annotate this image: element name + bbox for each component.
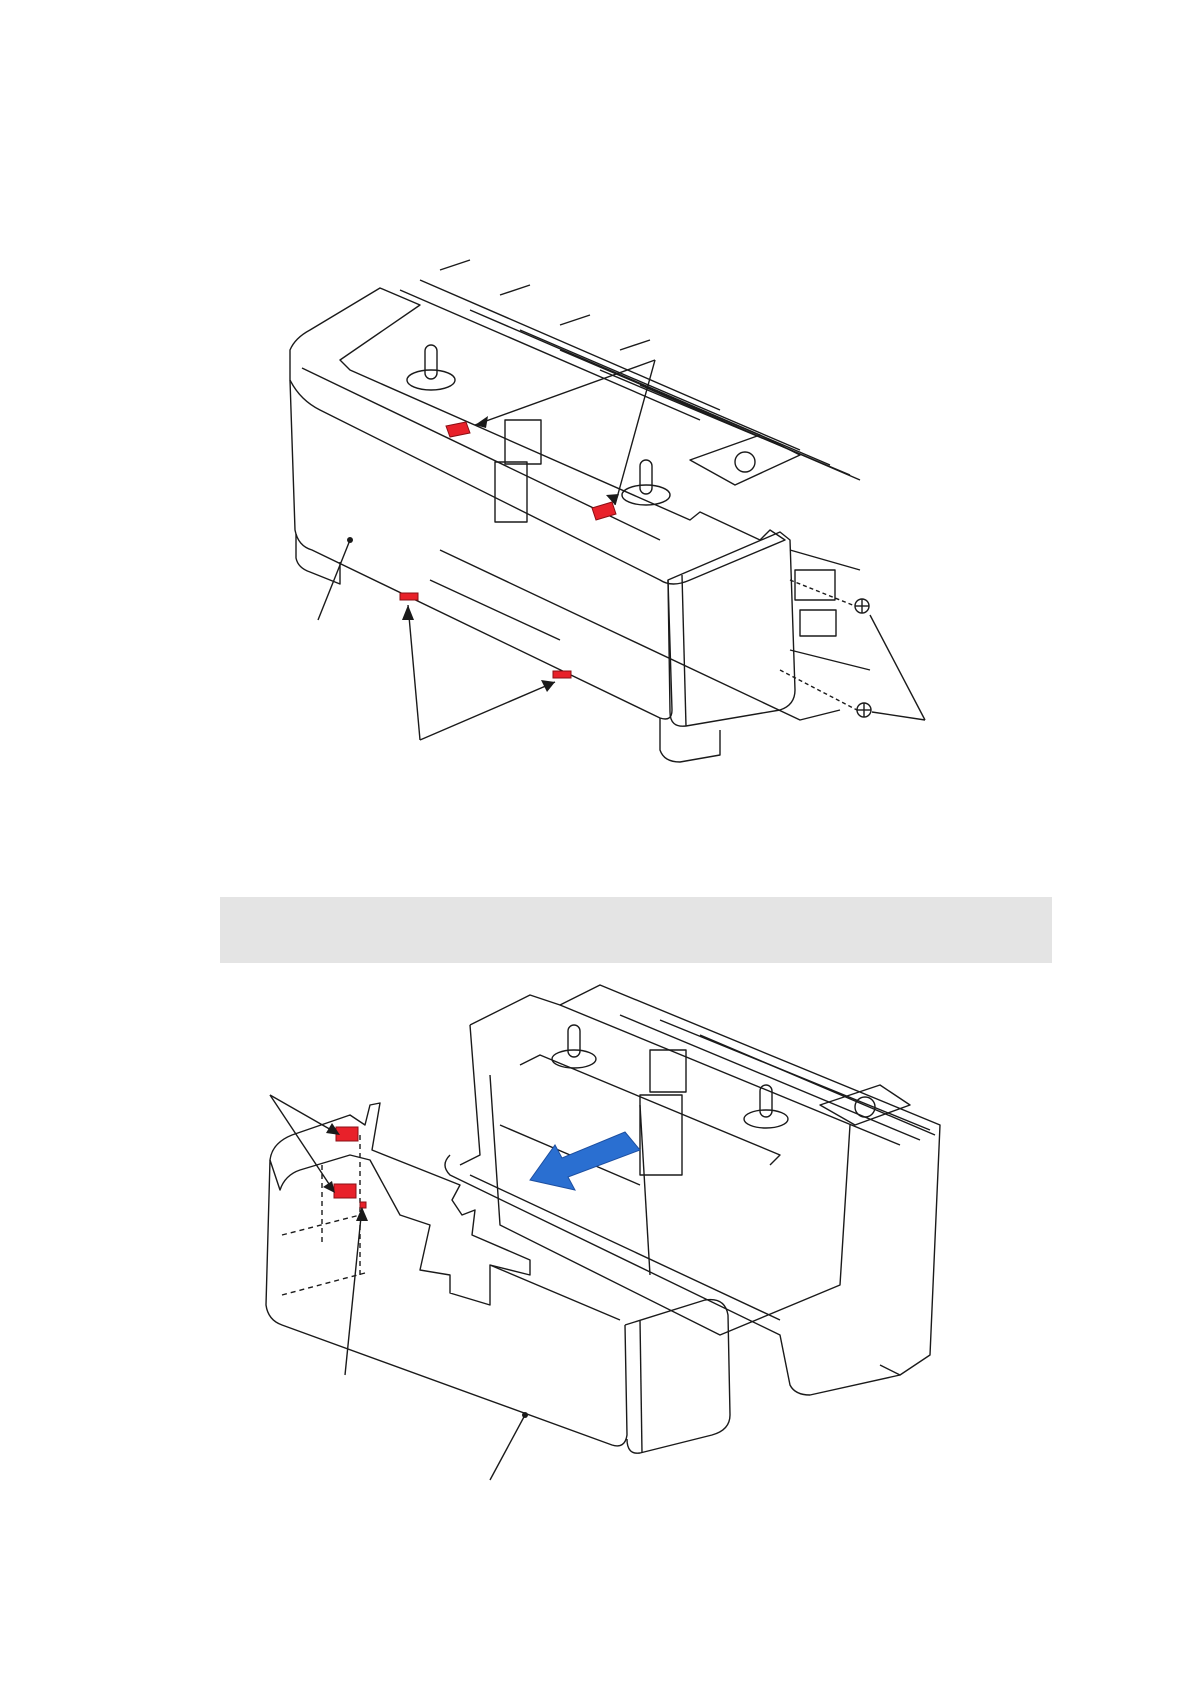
leader-screw-lower (872, 712, 925, 720)
screw-lower-icon (857, 703, 871, 717)
leader-hook-small (345, 1207, 362, 1375)
post-left (425, 345, 437, 379)
removed-cover-front (266, 1160, 627, 1446)
removed-cover-top (270, 1103, 530, 1305)
pull-direction-arrow-icon (530, 1132, 640, 1190)
hook-bottom-left-icon (400, 593, 418, 600)
center-latch (650, 1050, 686, 1092)
hook-lower-icon (334, 1184, 356, 1198)
cover-front-face (290, 380, 672, 719)
leader-hook-bottom-left (408, 605, 420, 740)
leader-hook-bottom-right (420, 682, 555, 740)
center-latch (505, 420, 541, 464)
note-box (220, 897, 1052, 963)
hook-bottom-right-icon (553, 671, 571, 678)
tray-cover-slide-off-illustration (0, 975, 1190, 1535)
center-tab (495, 462, 527, 522)
leader-cover (490, 1415, 525, 1480)
cover-top-surface (290, 288, 785, 584)
tray-cover-removal-illustration (0, 250, 1190, 790)
leader-screw-upper (870, 615, 925, 720)
leader-hook-left (475, 360, 655, 425)
post-left (568, 1025, 580, 1057)
leader-hook-lower (270, 1095, 335, 1193)
cover-right-end (668, 532, 795, 726)
post-right (640, 460, 652, 494)
screw-upper-icon (855, 599, 869, 613)
hook-top-left-icon (446, 422, 470, 437)
top-illustration (0, 250, 1190, 790)
bottom-illustration (0, 975, 1190, 1535)
center-bracket (640, 1095, 682, 1175)
leader-cover (318, 540, 350, 620)
top-frame-rails (400, 260, 860, 480)
hook-small-icon (360, 1202, 366, 1208)
